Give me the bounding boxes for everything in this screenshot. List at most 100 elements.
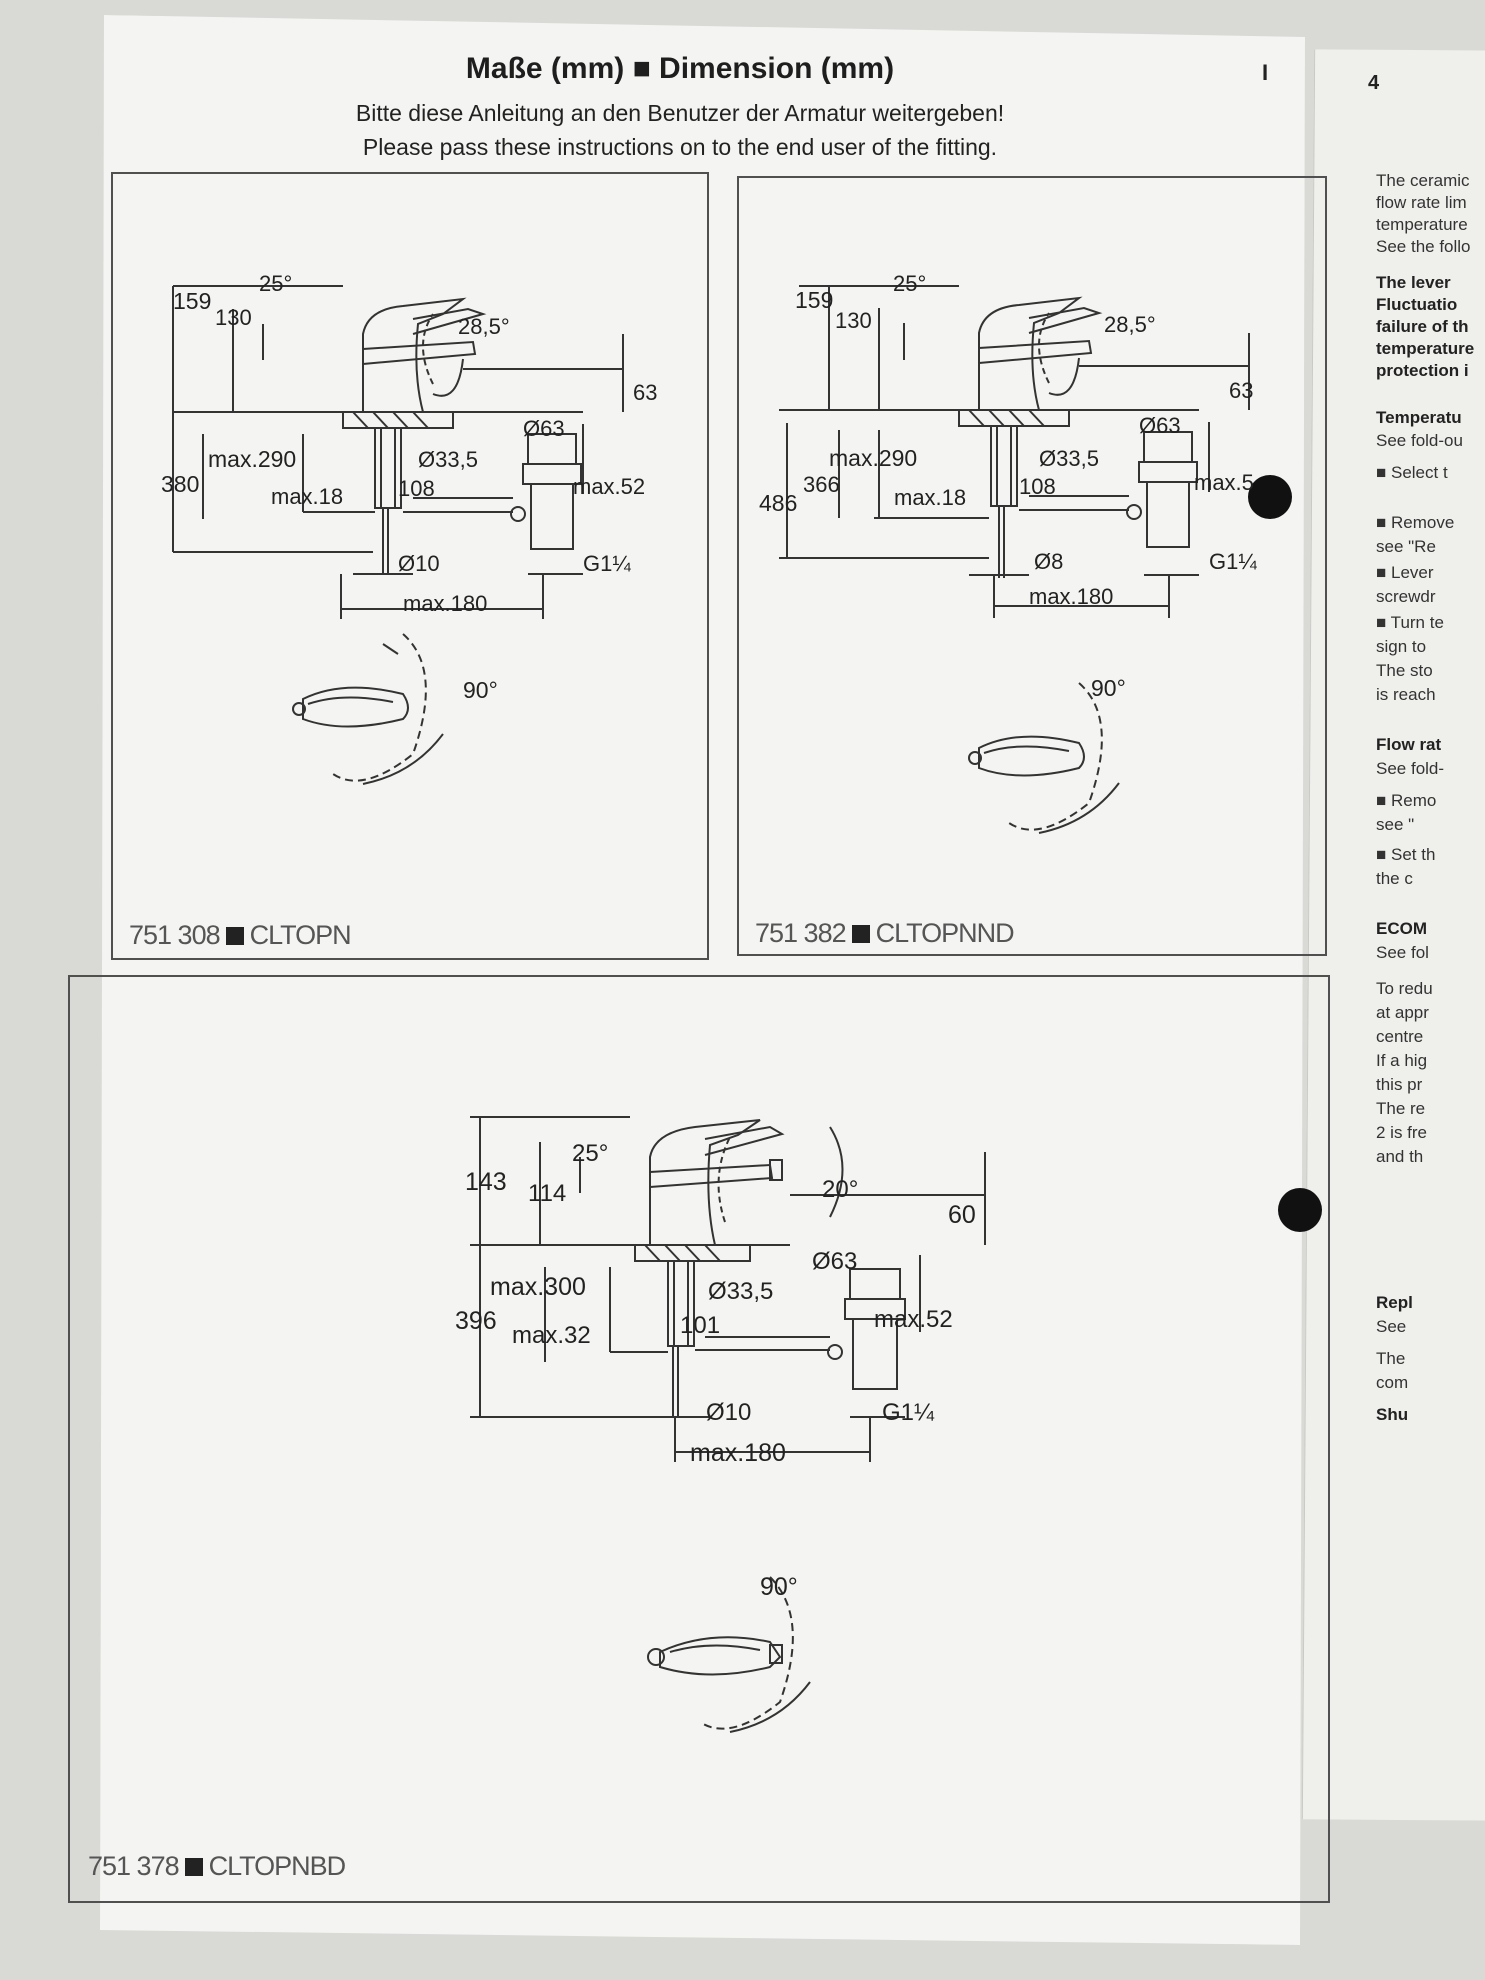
dim-396: 396 [455,1307,497,1335]
dim-63: 63 [1229,378,1253,403]
dim-366: 366 [803,472,840,497]
model-number: 751 378 [88,1851,180,1881]
next-page-line: see "Re [1376,537,1436,556]
dim-486: 486 [759,490,797,516]
next-page-line: is reach [1376,685,1436,704]
dim-max-290: max.290 [829,445,917,471]
square-bullet-icon [225,927,244,945]
model-code: CLTOPNND [875,918,1015,948]
dim-angle-25: 25° [893,271,926,296]
model-label: 751 308 CLTOPN [129,920,352,951]
dim-dia-33-5: Ø33,5 [1039,446,1099,471]
next-page-line: The ceramic [1376,171,1470,190]
next-page-line: See the follo [1376,237,1471,256]
next-page-line: See fol [1376,943,1429,962]
next-page-line: temperature [1376,339,1475,358]
panel-model-751-378: 143 114 25° 20° 60 max.300 396 max.32 10… [68,975,1330,1903]
next-page-line: this pr [1376,1075,1423,1094]
model-number: 751 308 [129,920,221,950]
next-page-line: ■ Set th [1376,845,1436,864]
next-page-line: the c [1376,869,1413,888]
next-page-line: at appr [1376,1003,1429,1022]
next-page-line: To redu [1376,979,1433,998]
dim-dia-10: Ø10 [706,1399,751,1426]
next-page-line: ECOM [1376,919,1427,938]
dim-g-1-1-4: G1¼ [1209,549,1257,574]
dim-max-18: max.18 [894,485,966,510]
next-page-line: sign to [1376,637,1427,656]
dim-108: 108 [1019,474,1056,499]
panel-model-751-382: 159 130 25° 28,5° 63 max.290 366 486 max… [737,176,1327,956]
next-page-line: protection i [1376,361,1469,380]
dim-159: 159 [795,287,833,313]
dim-max-180: max.180 [690,1439,786,1467]
next-page-line: ■ Turn te [1376,613,1444,632]
next-page-line: centre [1376,1027,1424,1046]
dim-130: 130 [835,308,872,333]
next-page-line: Flow rat [1376,735,1442,754]
dim-max-52: max.52 [573,474,645,499]
dim-dia-33-5: Ø33,5 [708,1278,773,1305]
dim-63: 63 [633,380,657,405]
dim-max-290: max.290 [208,446,296,472]
faucet-dimension-diagram: 143 114 25° 20° 60 max.300 396 max.32 10… [455,1116,986,1733]
next-page-line: failure of th [1376,317,1469,336]
model-code: CLTOPN [249,920,352,950]
next-page-line: The re [1376,1099,1426,1118]
next-page-line: See fold-ou [1376,431,1463,450]
next-page-line: ■ Remove [1376,513,1455,532]
dim-angle-90: 90° [1091,675,1126,701]
next-page-line: Temperatu [1376,408,1462,427]
dim-max-300: max.300 [490,1273,586,1301]
dim-108: 108 [398,476,435,501]
next-page-line: ■ Select t [1376,463,1448,482]
dim-114: 114 [528,1180,566,1207]
model-number: 751 382 [755,918,847,948]
page-title: Maße (mm) ■ Dimension (mm) [465,52,895,85]
next-page-line: Shu [1376,1405,1409,1424]
next-page-line: screwdr [1376,587,1436,606]
dim-143: 143 [465,1168,507,1196]
dim-angle-28-5: 28,5° [458,314,510,339]
dim-159: 159 [173,288,211,314]
dim-max-180: max.180 [1029,584,1113,609]
next-page-line: The lever [1376,273,1451,292]
instruction-line-german: Bitte diese Anleitung an den Benutzer de… [355,100,1005,126]
dim-max-18: max.18 [271,484,343,509]
dim-101: 101 [680,1312,720,1339]
instruction-page [100,15,1305,1945]
page-marker: I [1262,60,1269,85]
next-page-line: flow rate lim [1376,193,1467,212]
dim-dia-8: Ø8 [1034,549,1063,574]
dim-dia-10: Ø10 [398,551,440,576]
dim-dia-33-5: Ø33,5 [418,447,478,472]
instruction-line-english: Please pass these instructions on to the… [362,134,998,160]
faucet-dimension-diagram: 159 130 25° 28,5° 63 max.290 366 486 max… [759,271,1257,834]
dim-130: 130 [215,305,252,330]
next-page-line: and th [1376,1147,1424,1166]
dim-max-32: max.32 [512,1322,591,1349]
faucet-dimension-diagram: 159 130 25° 28,5° 63 max.290 380 max.18 … [161,271,657,785]
dim-angle-25: 25° [259,271,292,296]
dim-angle-20: 20° [822,1176,858,1203]
model-label: 751 382 CLTOPNND [755,918,1015,949]
square-bullet-icon [851,925,870,943]
next-page-line: Repl [1376,1293,1413,1312]
next-page-line: ■ Lever [1376,563,1434,582]
square-bullet-icon [184,1858,203,1876]
next-page-line: temperature [1376,215,1468,234]
dim-380: 380 [161,471,199,497]
next-page-number: 4 [1368,72,1380,94]
next-page-line: The sto [1376,661,1433,680]
dim-g-1-1-4: G1¼ [583,551,631,576]
punch-hole [1278,1188,1322,1232]
dim-dia-63: Ø63 [812,1248,857,1275]
dim-max-180: max.180 [403,591,487,616]
dim-angle-28-5: 28,5° [1104,312,1156,337]
dim-dia-63: Ø63 [523,416,565,441]
panel-model-751-308: 159 130 25° 28,5° 63 max.290 380 max.18 … [111,172,709,960]
dim-max-52: max.52 [874,1306,953,1333]
dim-angle-90: 90° [760,1573,798,1601]
next-page-line: com [1376,1373,1409,1392]
